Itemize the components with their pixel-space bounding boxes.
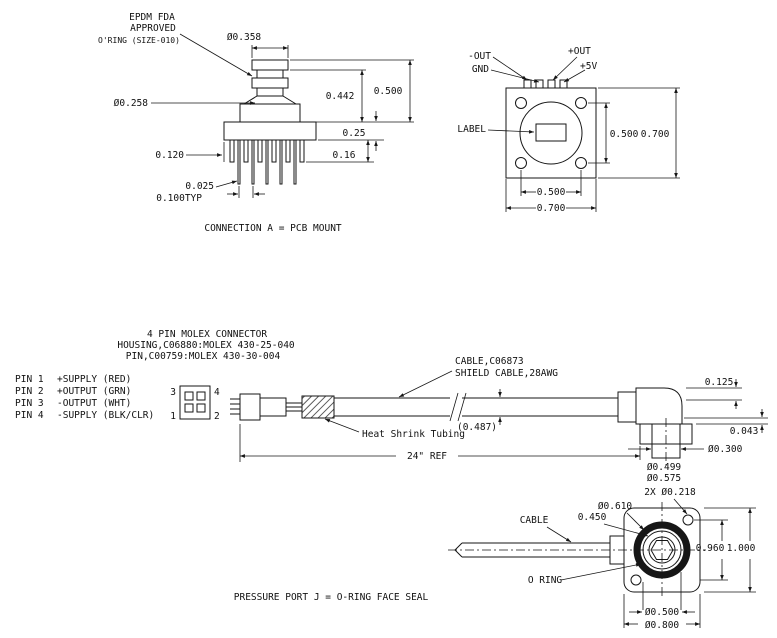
sensor-pins <box>229 139 305 185</box>
dim-hex-diameter-label: Ø0.575 <box>647 473 681 484</box>
dim-mount-holes-label: 2X Ø0.218 <box>644 487 696 498</box>
cable-callout-line2: SHIELD CABLE,28AWG <box>455 368 558 379</box>
pin4-desc: -SUPPLY (BLK/CLR) <box>57 410 154 421</box>
dim-top-offset-label: 0.125 <box>705 377 734 388</box>
elbow-fitting <box>617 387 693 468</box>
dim-boss-diameter-label: Ø0.500 <box>645 607 680 618</box>
pin2-desc: +OUTPUT (GRN) <box>57 386 131 397</box>
dim-horizontal-inner-label: 0.500 <box>537 187 566 198</box>
cable-dimensions: (0.487) 24" REF 0.125 0.043 Ø0.300 Ø0.49… <box>239 377 768 484</box>
dim-port-diameter-label: Ø0.358 <box>227 32 262 43</box>
port-callouts: CABLE 2X Ø0.218 Ø0.610 0.450 O RING <box>520 487 696 586</box>
pcb-view-caption: CONNECTION A = PCB MOUNT <box>204 223 342 234</box>
dim-port-diameter: Ø0.358 <box>227 32 289 58</box>
molex-header-line2: HOUSING,C06880:MOLEX 430-25-040 <box>117 340 295 351</box>
dim-body-width-label: Ø0.800 <box>645 620 680 631</box>
dim-thread-diameter-label: Ø0.499 <box>647 462 682 473</box>
cable-callout: CABLE,C06873 SHIELD CABLE,28AWG Heat Shr… <box>324 356 558 440</box>
dim-edge-to-pin-label: 0.120 <box>155 150 184 161</box>
dim-vertical-inner-label: 0.500 <box>610 129 639 140</box>
connector-pin2-number: 2 <box>214 411 220 422</box>
dim-height-outer-label: 0.500 <box>374 86 403 97</box>
flange-dimensions: 0.500 0.700 0.500 0.700 <box>505 87 680 214</box>
dim-step-label: 0.043 <box>730 426 759 437</box>
connector-pin3-number: 3 <box>170 387 176 398</box>
epdm-callout-line1: EPDM FDA <box>129 12 175 23</box>
dim-neck-diameter: Ø0.258 <box>114 98 255 109</box>
pin2-num: PIN 2 <box>15 386 44 397</box>
dim-hole-span-label: 0.960 <box>696 543 725 554</box>
label-callout: LABEL <box>457 124 486 135</box>
molex-header-line3: PIN,C00759:MOLEX 430-30-004 <box>126 351 281 362</box>
port-body <box>448 502 706 598</box>
flange-pin-callouts: -OUT GND +OUT +5V LABEL <box>457 46 597 135</box>
pcb-mount-view: Ø0.358 EPDM FDA APPROVED O'RING (SIZE-01… <box>98 12 414 234</box>
dim-pin-shoulder-label: 0.16 <box>333 150 356 161</box>
hex-port-opening <box>650 540 674 560</box>
neg-out-label: -OUT <box>468 51 491 62</box>
dim-cable-od-label: (0.487) <box>457 422 497 433</box>
dim-oring-id-label: 0.450 <box>578 512 607 523</box>
dim-pin-pitch-label: 0.100TYP <box>156 193 202 204</box>
dim-body-height-label: 1.000 <box>727 543 756 554</box>
cable-assembly-view: 4 PIN MOLEX CONNECTOR HOUSING,C06880:MOL… <box>15 329 768 484</box>
dim-pin-width-label: 0.025 <box>185 181 214 192</box>
epdm-callout: EPDM FDA APPROVED O'RING (SIZE-010) <box>98 12 253 77</box>
pin3-desc: -OUTPUT (WHT) <box>57 398 131 409</box>
connector-front-view: 3 4 1 2 <box>170 385 220 422</box>
dim-port-diameter-label: Ø0.300 <box>708 444 743 455</box>
mount-hole-top-right <box>682 514 694 526</box>
pin1-desc: +SUPPLY (RED) <box>57 374 131 385</box>
pin3-num: PIN 3 <box>15 398 44 409</box>
connector-pin4-number: 4 <box>214 387 220 398</box>
dim-oring-od-label: Ø0.610 <box>598 501 633 512</box>
cable-side-view <box>230 387 693 468</box>
dim-horizontal-outer-label: 0.700 <box>537 203 566 214</box>
dim-length-label: 24" REF <box>407 451 447 462</box>
sensor-body-outline <box>223 59 317 141</box>
port-dimensions: 0.960 1.000 Ø0.500 Ø0.800 <box>623 507 756 631</box>
oring-label: O RING <box>528 575 563 586</box>
dim-neck-diameter-label: Ø0.258 <box>114 98 149 109</box>
mount-hole-bottom-left <box>630 574 642 586</box>
pressure-port-view: CABLE 2X Ø0.218 Ø0.610 0.450 O RING 0.96… <box>234 487 756 631</box>
dim-base-thickness-label: 0.25 <box>343 128 366 139</box>
molex-housing <box>239 393 261 421</box>
cable-label: CABLE <box>520 515 549 526</box>
epdm-callout-line2: APPROVED <box>130 23 176 34</box>
plus5v-label: +5V <box>580 61 597 72</box>
flange-outline <box>505 79 597 179</box>
gnd-label: GND <box>472 64 489 75</box>
connector-pin1-number: 1 <box>170 411 176 422</box>
pin-legend: PIN 1 +SUPPLY (RED) PIN 2 +OUTPUT (GRN) … <box>15 374 154 421</box>
epdm-callout-line3: O'RING (SIZE-010) <box>98 36 180 45</box>
heat-shrink-tubing <box>301 395 335 419</box>
dim-base-and-pins: 0.25 0.16 0.120 0.025 0.100TYP <box>155 111 384 204</box>
dim-vertical-outer-label: 0.700 <box>641 129 670 140</box>
pin1-num: PIN 1 <box>15 374 44 385</box>
pin4-num: PIN 4 <box>15 410 44 421</box>
pressure-port-caption: PRESSURE PORT J = O-RING FACE SEAL <box>234 592 429 603</box>
heat-shrink-callout: Heat Shrink Tubing <box>362 429 465 440</box>
molex-header-line1: 4 PIN MOLEX CONNECTOR <box>147 329 267 340</box>
dim-heights: 0.500 0.442 <box>290 59 414 123</box>
dim-height-inner-label: 0.442 <box>326 91 355 102</box>
label-window <box>535 123 567 142</box>
flange-view: -OUT GND +OUT +5V LABEL 0.500 0.700 <box>457 46 680 214</box>
cable-callout-line1: CABLE,C06873 <box>455 356 524 367</box>
pos-out-label: +OUT <box>568 46 591 57</box>
